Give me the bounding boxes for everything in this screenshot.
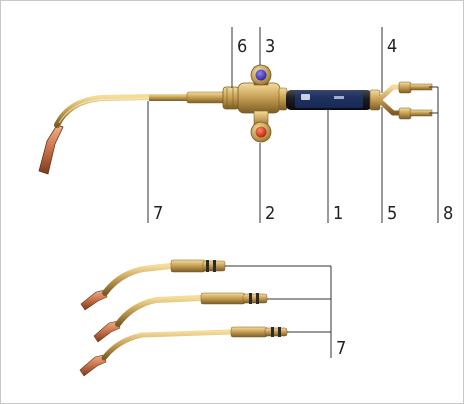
callout-8: 8 — [443, 205, 453, 223]
torch-illustration — [39, 65, 432, 174]
torch-tube-thick — [187, 92, 225, 103]
torch-tube-straight — [149, 94, 189, 101]
coupling-nut — [223, 87, 239, 109]
callout-7-torch: 7 — [153, 205, 163, 223]
torch-tube-bend — [57, 97, 149, 125]
callout-7-nozzles: 7 — [336, 340, 346, 358]
callout-2: 2 — [265, 205, 275, 223]
callout-6: 6 — [237, 38, 247, 56]
callout-3: 3 — [265, 38, 275, 56]
nozzle-3 — [80, 327, 287, 376]
callout-4: 4 — [387, 38, 397, 56]
lower-hose-connector — [399, 108, 411, 119]
valve-body — [238, 83, 280, 113]
nozzle-set-illustration — [80, 260, 287, 376]
copper-tip — [39, 125, 63, 174]
callout-1: 1 — [333, 205, 343, 223]
callout-5: 5 — [387, 205, 397, 223]
upper-hose-connector — [399, 82, 411, 93]
nozzle-leader-lines — [225, 266, 331, 358]
